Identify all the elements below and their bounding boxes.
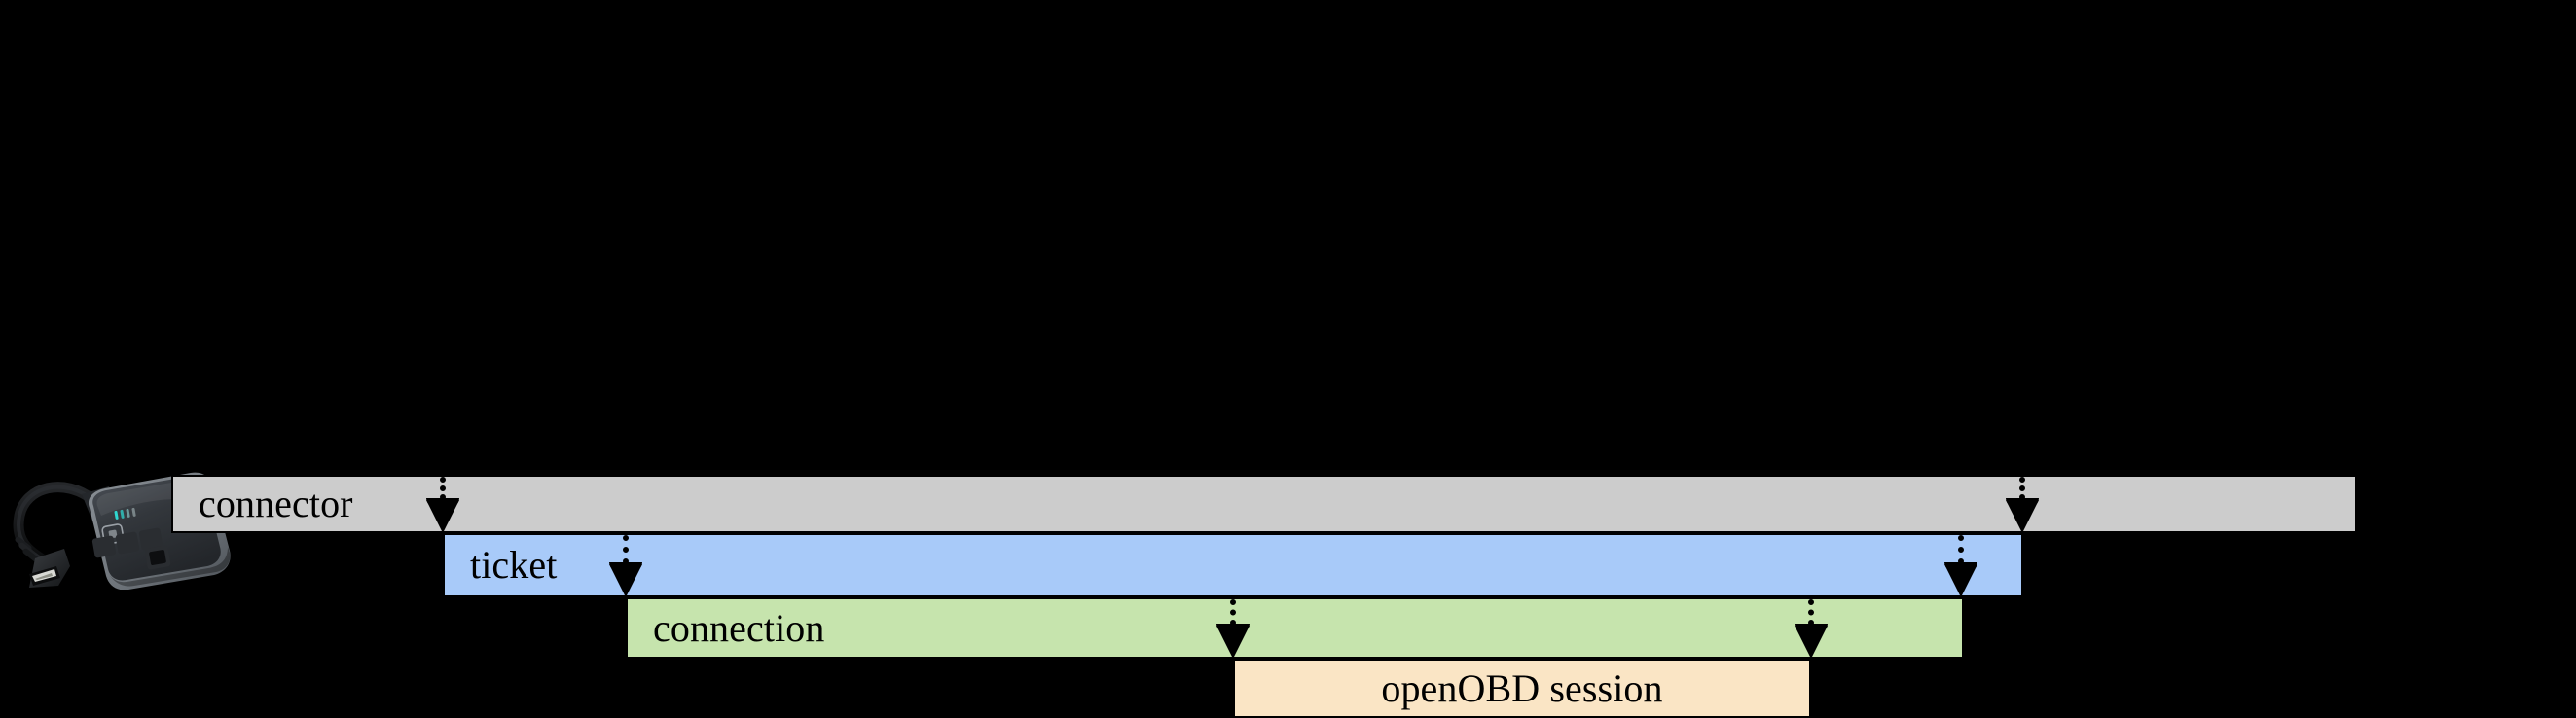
lane-openobd-session-label: openOBD session bbox=[1381, 665, 1663, 710]
obd-plug-head bbox=[29, 549, 70, 588]
lane-openobd-session[interactable]: openOBD session bbox=[1233, 659, 1811, 718]
lane-connector-label: connector bbox=[199, 482, 353, 525]
lane-connection[interactable]: connection bbox=[626, 597, 1964, 659]
lane-ticket[interactable]: ticket bbox=[443, 533, 2023, 597]
lane-connector[interactable]: connector bbox=[171, 475, 2357, 533]
dongle-ports bbox=[91, 527, 171, 570]
dongle-led-indicator bbox=[114, 507, 136, 520]
lane-connection-label: connection bbox=[653, 605, 825, 650]
lane-ticket-label: ticket bbox=[470, 543, 558, 587]
